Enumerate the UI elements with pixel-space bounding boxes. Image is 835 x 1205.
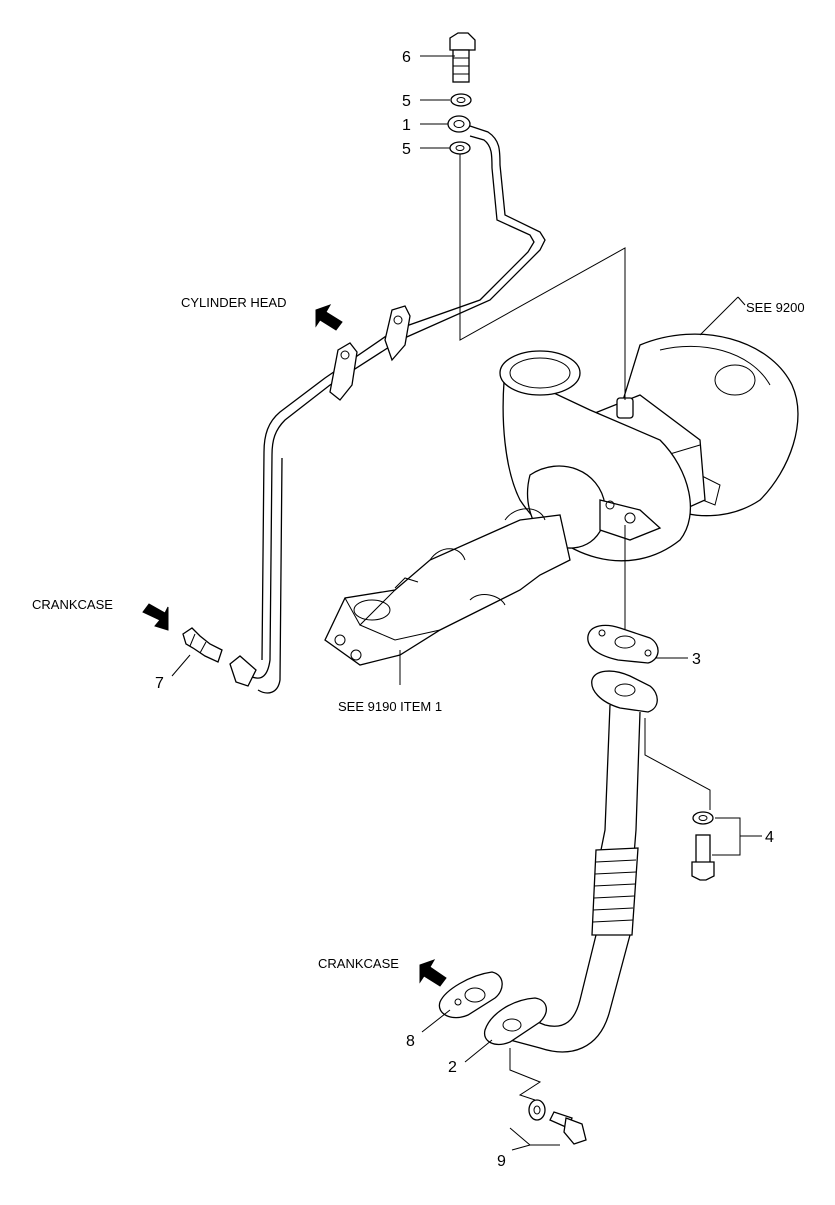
callout-3: 3 — [692, 651, 701, 668]
bolt-washer-4 — [691, 811, 715, 881]
callout-4: 4 — [765, 829, 774, 846]
label-see-9200: SEE 9200 — [746, 300, 805, 315]
callout-1: 1 — [402, 117, 411, 134]
callout-leaders — [171, 55, 762, 1151]
callout-6: 6 — [402, 49, 411, 66]
fitting-7 — [182, 627, 223, 663]
callout-8: 8 — [406, 1033, 415, 1050]
arrow-cylinder-head-icon — [315, 304, 343, 331]
washer-5-top — [450, 93, 472, 107]
label-crankcase-left: CRANKCASE — [32, 597, 113, 612]
callout-5-top: 5 — [402, 93, 411, 110]
oil-return-pipe — [483, 670, 658, 1053]
callout-5-bottom: 5 — [402, 141, 411, 158]
oil-feed-line — [229, 115, 546, 694]
callout-2: 2 — [448, 1059, 457, 1076]
label-cylinder-head: CYLINDER HEAD — [181, 295, 286, 310]
label-crankcase-bottom: CRANKCASE — [318, 956, 399, 971]
label-see-9190: SEE 9190 ITEM 1 — [338, 699, 442, 714]
bolt-washer-9 — [528, 1099, 587, 1145]
callout-9: 9 — [497, 1153, 506, 1170]
arrow-crankcase-bottom-icon — [419, 959, 447, 987]
arrow-crankcase-left-icon — [142, 603, 169, 631]
gasket-3 — [587, 624, 659, 664]
callout-7: 7 — [155, 675, 164, 692]
exhaust-manifold — [324, 508, 571, 666]
washer-5-bottom — [449, 141, 471, 155]
banjo-bolt-6 — [449, 32, 476, 83]
gasket-8 — [438, 971, 503, 1019]
